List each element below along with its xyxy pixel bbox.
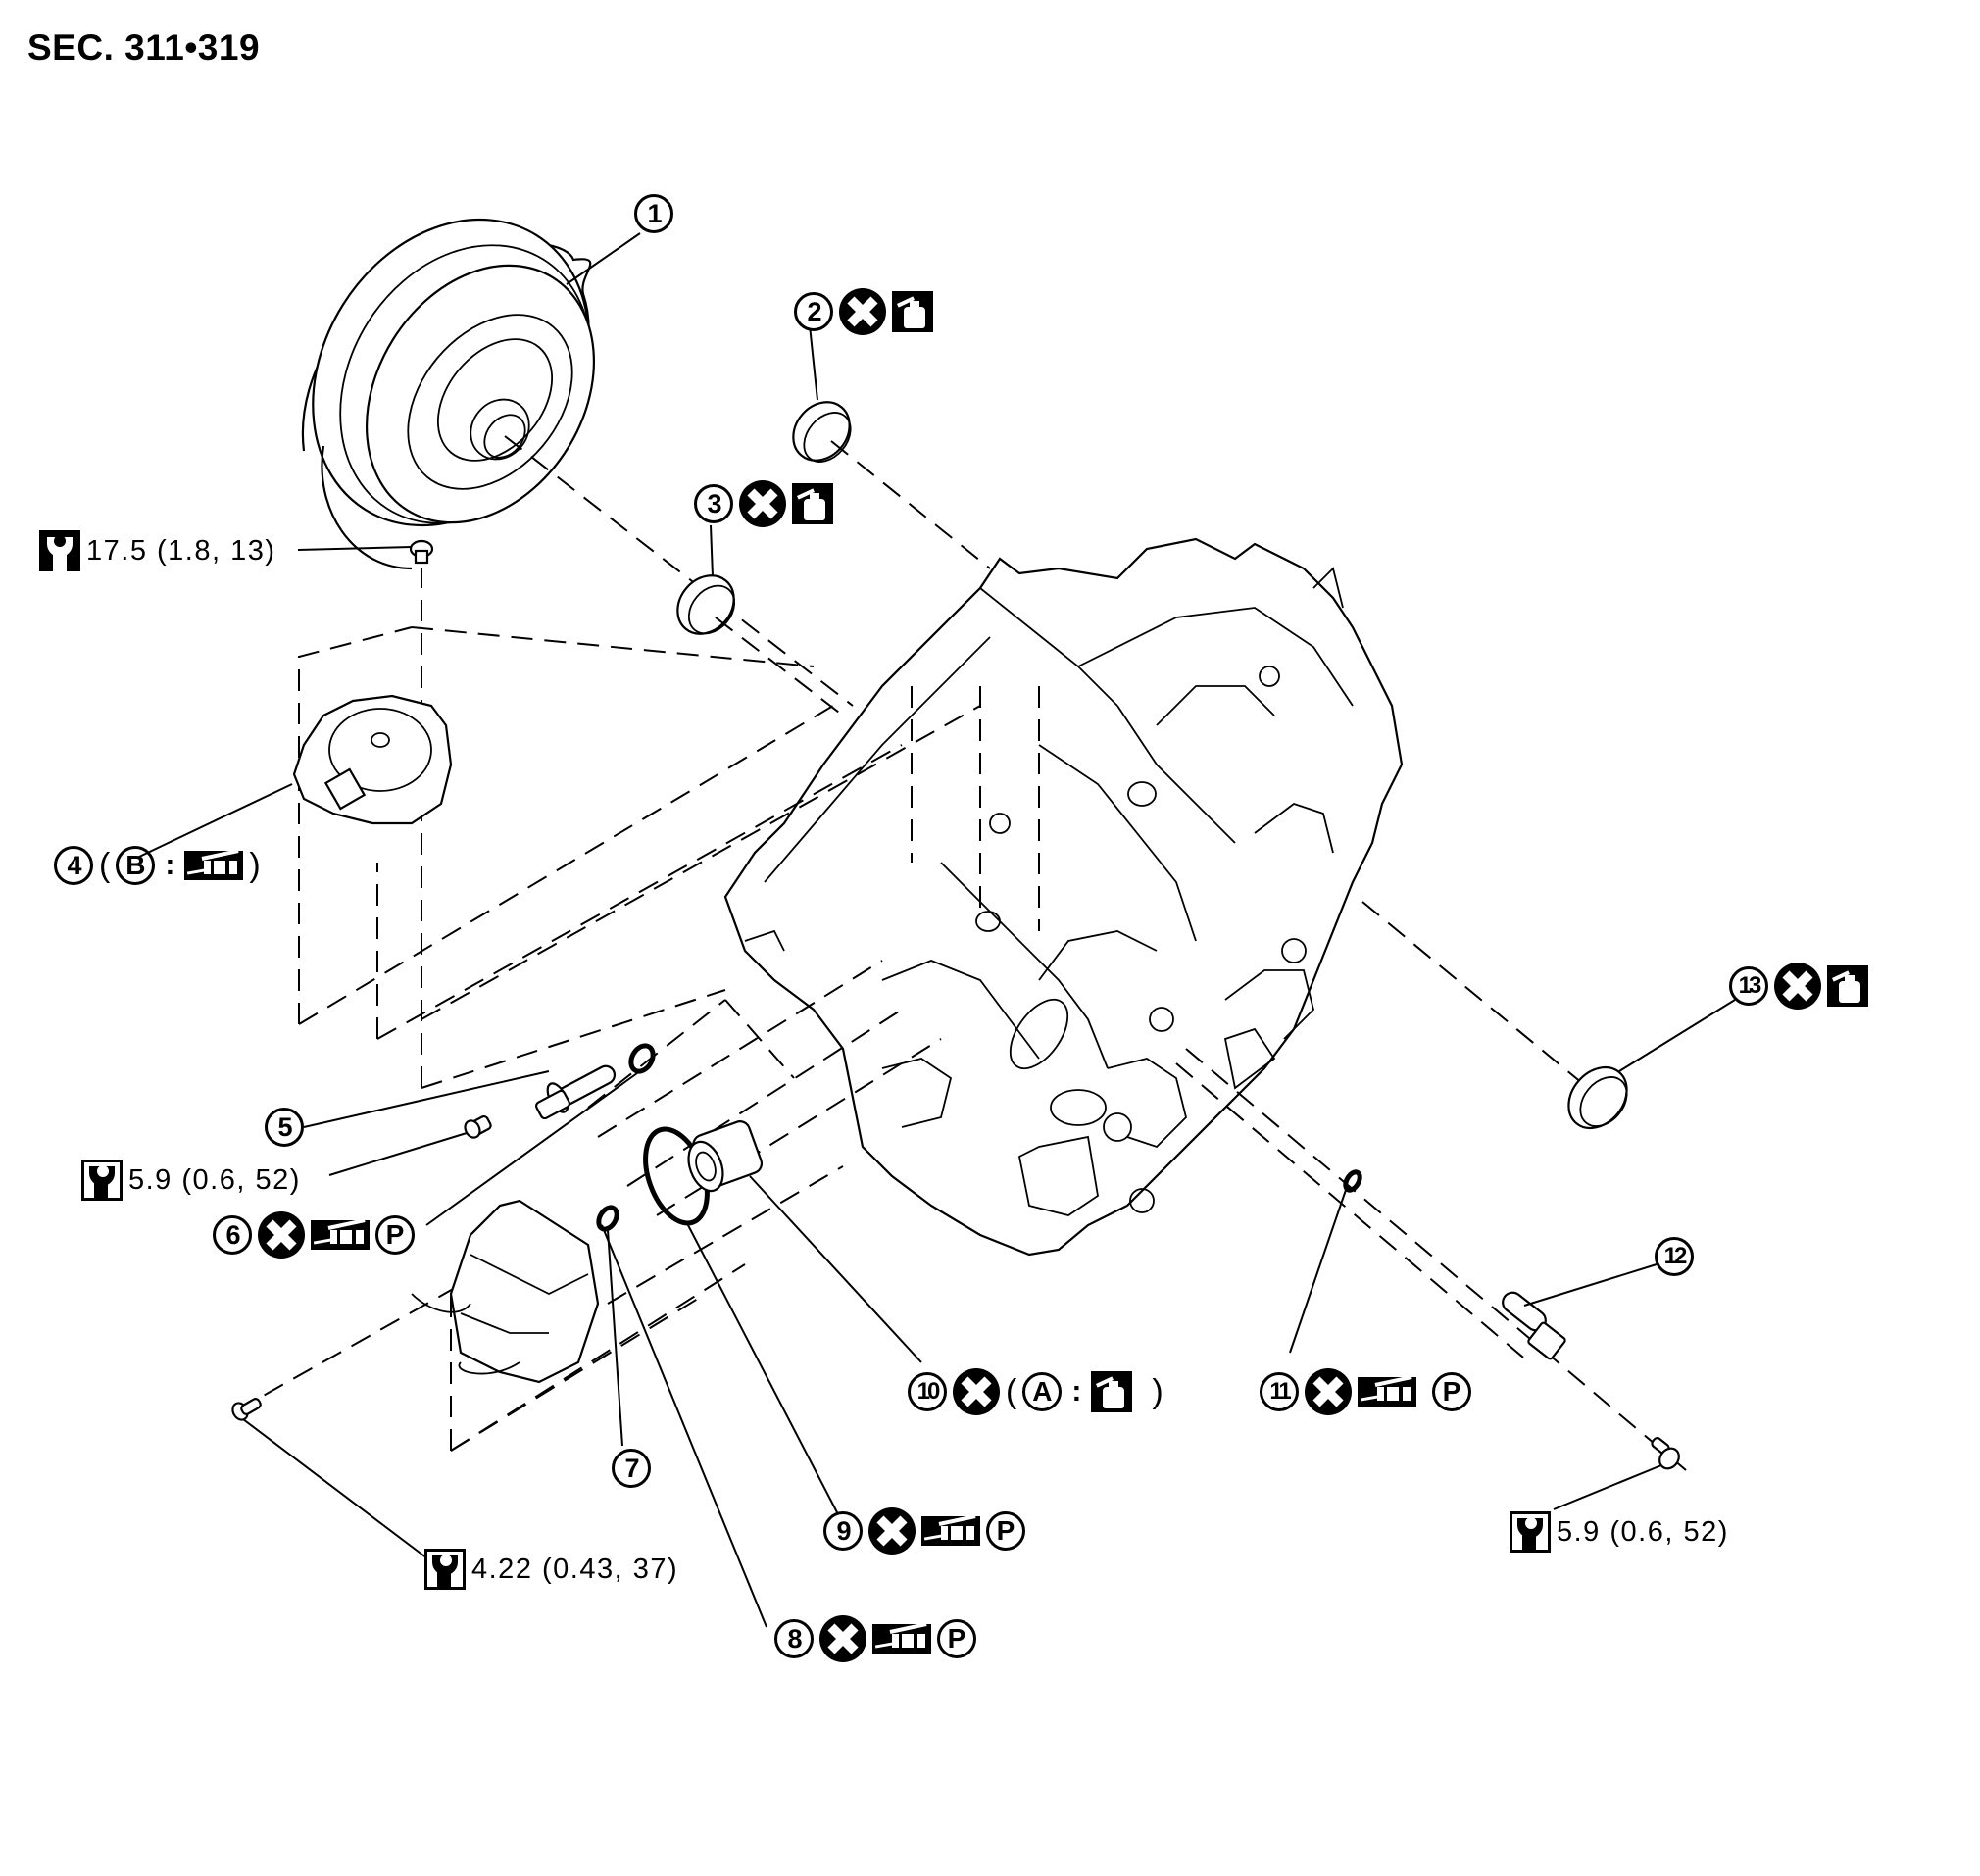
petroleum-jelly-icon: P: [375, 1215, 415, 1255]
callout-6: 6 P: [213, 1211, 415, 1259]
paren-close: ): [249, 846, 261, 884]
grease-tube-icon: [1358, 1375, 1416, 1407]
paren-close: ): [1152, 1372, 1163, 1410]
oil-seal-3: [676, 574, 736, 635]
part-number: 6: [213, 1215, 252, 1255]
callout-5: 5: [265, 1108, 304, 1147]
part-number: 9: [823, 1511, 863, 1551]
replace-x-icon: [739, 480, 786, 527]
letter-b: B: [116, 846, 156, 885]
bolt-bottom-left: [231, 1398, 262, 1421]
petroleum-jelly-icon: P: [1432, 1372, 1471, 1411]
part-number: 11: [1260, 1372, 1299, 1411]
fluid-bottle-icon: [792, 483, 833, 524]
part-number: 13: [1729, 966, 1768, 1006]
callout-2: 2: [794, 288, 933, 335]
sensor-4: [292, 694, 453, 825]
grease-tube-icon: [184, 849, 244, 880]
callout-12: 12: [1655, 1237, 1694, 1276]
part-number: 3: [694, 484, 733, 523]
torque-value: 4.22 (0.43, 37): [471, 1553, 679, 1585]
replace-x-icon: [868, 1507, 916, 1555]
oil-seal-2: [792, 401, 852, 463]
callout-4: 4 ( B : ): [54, 846, 261, 885]
torque-wrench-icon: [81, 1160, 123, 1201]
filter-10: [687, 1120, 764, 1193]
axis-line: [504, 435, 854, 707]
torque-spec-4: 5.9 (0.6, 52): [1510, 1511, 1729, 1553]
paren-open: (: [99, 846, 111, 884]
part-number: 7: [612, 1449, 651, 1488]
grease-tube-icon: [311, 1218, 370, 1250]
part-number: 2: [794, 292, 833, 331]
torque-spec-3: 4.22 (0.43, 37): [424, 1549, 678, 1590]
callout-3: 3: [694, 480, 833, 527]
callout-8: 8 P: [774, 1615, 976, 1662]
callout-11: 11 P: [1260, 1368, 1471, 1415]
torque-value: 5.9 (0.6, 52): [1557, 1515, 1729, 1548]
replace-x-icon: [1305, 1368, 1352, 1415]
section-title: SEC. 311•319: [27, 27, 261, 68]
transmission-case: [723, 537, 1404, 1257]
bolt-small: [464, 1114, 492, 1139]
fluid-bottle-icon: [1091, 1371, 1133, 1412]
callout-7: 7: [612, 1449, 651, 1488]
oil-seal-13: [1567, 1065, 1628, 1130]
torque-value: 5.9 (0.6, 52): [128, 1163, 301, 1196]
callout-1: 1: [634, 194, 673, 233]
torque-value: 17.5 (1.8, 13): [86, 534, 276, 567]
torque-wrench-icon: [1510, 1511, 1551, 1553]
grease-tube-icon: [872, 1622, 931, 1654]
replace-x-icon: [953, 1368, 1000, 1415]
callout-10: 10 ( A : ): [908, 1368, 1163, 1415]
fluid-bottle-icon: [892, 291, 933, 332]
torque-converter: [301, 218, 596, 570]
fluid-bottle-icon: [1827, 965, 1868, 1007]
callout-9: 9 P: [823, 1507, 1025, 1555]
colon: :: [165, 849, 175, 881]
torque-spec-1: 17.5 (1.8, 13): [39, 530, 276, 571]
part-number: 5: [265, 1108, 304, 1147]
grease-tube-icon: [921, 1514, 980, 1546]
colon: :: [1071, 1375, 1082, 1407]
o-ring-6: [628, 1043, 656, 1074]
bolt-right: [1651, 1437, 1680, 1470]
part-number: 12: [1655, 1237, 1694, 1276]
petroleum-jelly-icon: P: [986, 1511, 1025, 1551]
torque-wrench-icon: [39, 530, 80, 571]
letter-a: A: [1022, 1372, 1063, 1411]
part-5: [534, 1064, 617, 1120]
petroleum-jelly-icon: P: [937, 1619, 976, 1658]
replace-x-icon: [839, 288, 886, 335]
part-number: 8: [774, 1619, 814, 1658]
part-number: 10: [908, 1372, 947, 1411]
bolt-top: [409, 539, 434, 565]
o-ring-11: [1343, 1169, 1362, 1193]
torque-spec-2: 5.9 (0.6, 52): [81, 1160, 301, 1201]
replace-x-icon: [1774, 963, 1821, 1010]
paren-open: (: [1006, 1372, 1017, 1410]
part-7-assembly: [411, 1199, 707, 1452]
torque-wrench-icon: [424, 1549, 466, 1590]
replace-x-icon: [819, 1615, 866, 1662]
part-number: 4: [54, 846, 93, 885]
replace-x-icon: [258, 1211, 305, 1259]
part-12: [1502, 1291, 1566, 1360]
part-number: 1: [634, 194, 673, 233]
callout-13: 13: [1729, 963, 1868, 1010]
o-ring-8: [596, 1205, 619, 1232]
